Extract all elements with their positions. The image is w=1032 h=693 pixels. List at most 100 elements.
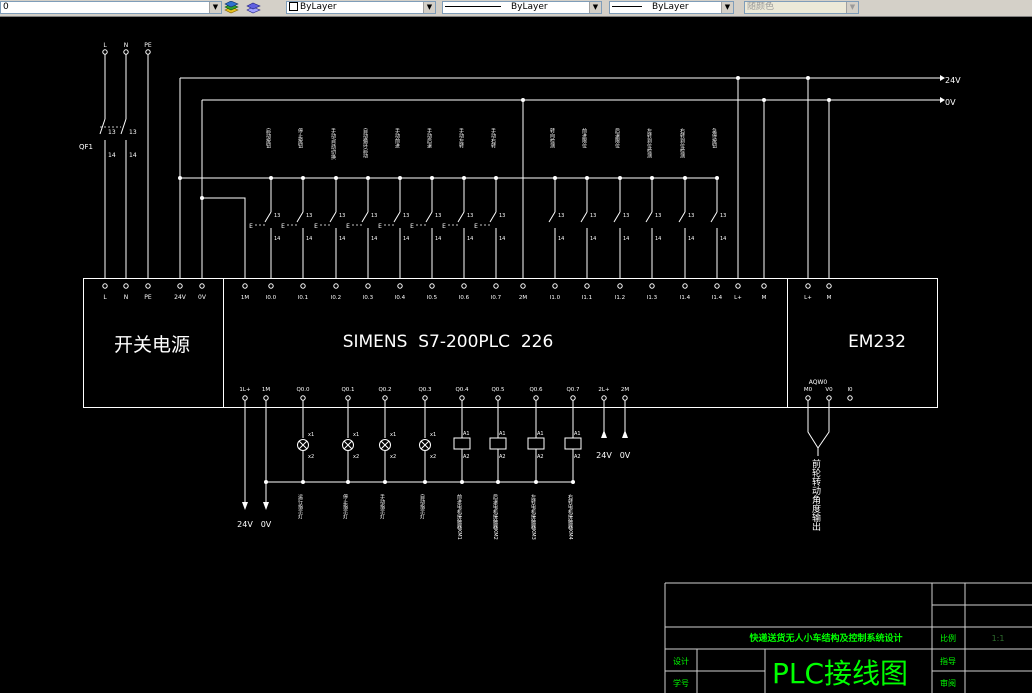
terminal-circle (570, 395, 576, 401)
switch-top-label: 13 (558, 213, 564, 219)
coil-bottom-label: A2 (537, 454, 544, 460)
terminal-circle (177, 283, 183, 289)
coil-bottom-label: A2 (463, 454, 470, 460)
coil-bottom-label: A2 (499, 454, 506, 460)
terminal-circle (145, 49, 151, 55)
input-label: 手动左转 (458, 127, 464, 149)
switch-bottom-label: 14 (339, 236, 345, 242)
linetype-value: ByLayer (511, 2, 548, 12)
terminal-circle (584, 283, 590, 289)
drawing-area[interactable]: 开关电源 SIMENS S7-200PLC 226 EM232 AQW0 24V… (0, 16, 1032, 693)
pushbutton-prefix: E (346, 223, 350, 230)
lamp-icon (419, 439, 431, 451)
terminal-circle (622, 395, 628, 401)
linetype-sample-icon (445, 6, 501, 7)
module-outline (83, 278, 938, 408)
lamp-bottom-label: x2 (390, 454, 396, 460)
scale-label: 比例 (940, 633, 956, 643)
layer-dropdown[interactable]: 0 ▼ (0, 1, 222, 14)
input-label: 启动按钮 (265, 127, 271, 149)
switch-contact (393, 211, 401, 223)
layer-previous-icon[interactable] (246, 1, 261, 14)
terminal-circle (300, 395, 306, 401)
make-layer-current-icon[interactable] (224, 1, 239, 14)
switch-contact (489, 211, 497, 223)
plc-output-terminal-label: Q0.3 (418, 387, 432, 393)
bus-labels: 24V 0V (945, 76, 961, 107)
plotstyle-dropdown: 随颜色 ▼ (744, 1, 859, 14)
terminal-circle (461, 283, 467, 289)
wiring (83, 49, 945, 510)
chevron-down-icon[interactable]: ▼ (721, 2, 733, 13)
pushbutton-prefix: E (442, 223, 446, 230)
switch-contact (645, 211, 653, 223)
input-label: 后退限位 (614, 127, 620, 148)
terminal-circle (102, 283, 108, 289)
terminal-circle (533, 395, 539, 401)
power-terminal-label: 0V (198, 294, 207, 301)
input-label: 前进限位 (581, 127, 587, 148)
junction-dot (383, 480, 387, 484)
switch-contact (548, 211, 556, 223)
junction-dot (301, 480, 305, 484)
terminal-circle (617, 283, 623, 289)
junction-dot (827, 98, 831, 102)
terminal-circle (826, 283, 832, 289)
switch-top-label: 13 (306, 213, 312, 219)
input-label: 急停按钮 (711, 127, 717, 149)
plc-output-terminal-label: Q0.1 (341, 387, 354, 393)
switch-contact (678, 211, 686, 223)
switch-top-label: 13 (720, 213, 726, 219)
lamp-icon (297, 439, 309, 451)
arrow-down-icon (263, 502, 269, 510)
breaker-bottom-label: 14 (108, 152, 116, 159)
switch-contact (329, 211, 337, 223)
switch-bottom-label: 14 (655, 236, 661, 242)
input-label: 转向检测 (549, 127, 555, 149)
lamp-top-label: x1 (308, 432, 314, 438)
review-label: 审阅 (940, 678, 956, 688)
plotstyle-value: 随颜色 (747, 2, 775, 12)
output-label: 自动指示灯 (419, 493, 425, 520)
lineweight-sample-icon (612, 6, 642, 7)
output-supply-labels: 24V 0V 24V 0V (237, 451, 631, 529)
terminal-circle (102, 49, 108, 55)
project-title: 快递送货无人小车结构及控制系统设计 (749, 632, 902, 644)
power-terminal-label: PE (144, 294, 152, 301)
analog-output-label: 前轮转动角度输出 (810, 458, 821, 532)
switch-top-label: 13 (274, 213, 280, 219)
aqw0-label: AQW0 (809, 379, 828, 386)
coil-bottom-label: A2 (574, 454, 581, 460)
terminal-circle (429, 283, 435, 289)
output-0v-label: 0V (620, 451, 631, 460)
terminal-circle (714, 283, 720, 289)
output-label: 左转电机接触器KM3 (530, 493, 536, 539)
switch-top-label: 13 (403, 213, 409, 219)
em-output-terminal-label: V0 (825, 387, 833, 393)
terminal-circle (345, 395, 351, 401)
arrow-up-icon (601, 430, 607, 438)
chevron-down-icon[interactable]: ▼ (209, 2, 221, 13)
color-dropdown[interactable]: ByLayer ▼ (286, 1, 436, 14)
chevron-down-icon[interactable]: ▼ (589, 2, 601, 13)
switch-contact (264, 211, 272, 223)
switch-bottom-label: 14 (558, 236, 564, 242)
chevron-down-icon[interactable]: ▼ (423, 2, 435, 13)
plc-output-terminal-label: 2L+ (598, 387, 610, 393)
junction-dot (346, 480, 350, 484)
plc-input-terminal-label: I1.0 (550, 295, 561, 301)
plc-output-terminal-label: 2M (621, 387, 629, 393)
terminal-circle (199, 283, 205, 289)
switch-top-label: 13 (688, 213, 694, 219)
terminal-circle (268, 283, 274, 289)
junction-dot (571, 480, 575, 484)
lamp-bottom-label: x2 (430, 454, 436, 460)
lamp-icon (298, 440, 308, 450)
lineweight-dropdown[interactable]: ByLayer ▼ (609, 1, 734, 14)
linetype-dropdown[interactable]: ByLayer ▼ (442, 1, 602, 14)
plc-input-terminal-label: L+ (734, 295, 742, 301)
junction-dot (806, 76, 810, 80)
pushbutton-prefix: E (474, 223, 478, 230)
arrow-right-icon (940, 97, 945, 103)
terminal-circle (520, 283, 526, 289)
